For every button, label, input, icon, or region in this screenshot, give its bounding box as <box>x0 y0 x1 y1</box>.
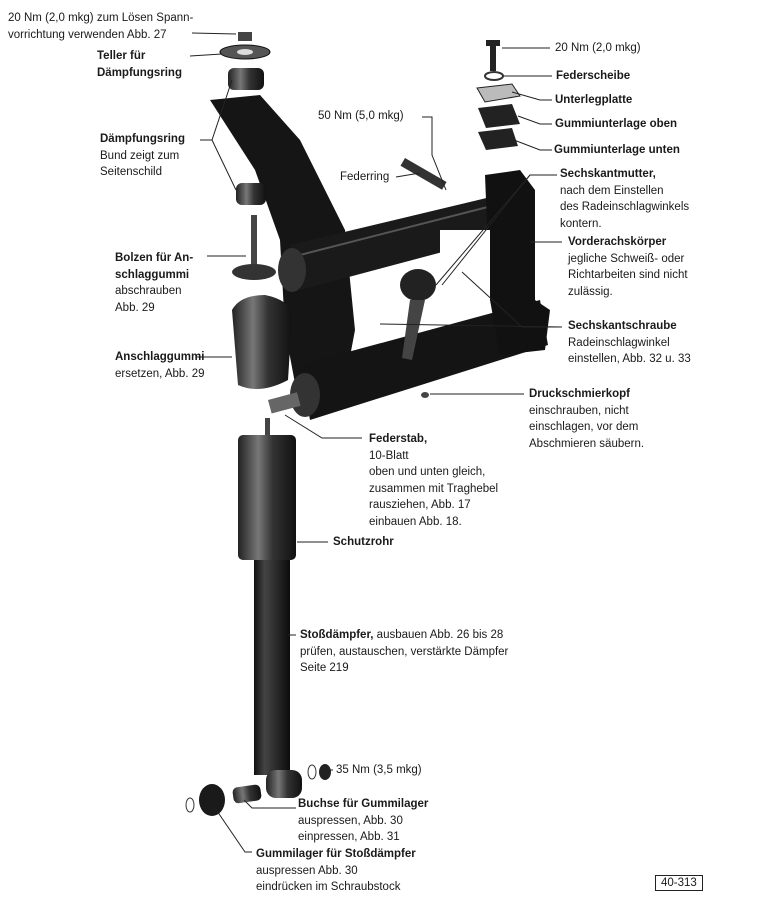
callout-unterlegplatte: Unterlegplatte <box>555 92 632 109</box>
callout-text: 50 Nm (5,0 mkg) <box>318 110 404 122</box>
callout-text: Seite 219 <box>300 662 349 674</box>
upper-axle-tube <box>290 190 525 290</box>
callout-gummiunterlage-oben: Gummiunterlage oben <box>555 116 677 133</box>
callout-text: ersetzen, Abb. 29 <box>115 367 205 380</box>
callout-title: Sechskantschraube <box>568 320 677 332</box>
callout-text: Seitenschild <box>100 166 163 178</box>
right-side-plate <box>485 170 550 355</box>
callout-title: Sechskantmutter, <box>560 168 656 180</box>
callout-text: Radeinschlagwinkel <box>568 336 670 349</box>
callout-title: Buchse für Gummilager <box>298 798 429 810</box>
callout-text: einstellen, Abb. 32 u. 33 <box>568 353 691 365</box>
callout-text: jegliche Schweiß- oder <box>568 252 685 265</box>
callout-title: Unterlegplatte <box>555 94 633 106</box>
callout-text: kontern. <box>560 217 602 230</box>
callout-stossdaempfer: Stoßdämpfer, ausbauen Abb. 26 bis 28 prü… <box>300 627 508 677</box>
nut <box>238 32 252 41</box>
callout-text: einbauen Abb. 18. <box>369 515 462 528</box>
callout-daempfungsring: Dämpfungsring Bund zeigt zum Seitenschil… <box>100 131 185 181</box>
callout-teller: Teller für Dämpfungsring <box>97 48 182 81</box>
callout-text: vorrichtung verwenden Abb. 27 <box>8 28 167 41</box>
callout-druckschmierkopf: Druckschmierkopf einschrauben, nicht ein… <box>529 386 644 452</box>
side-plate <box>210 95 355 410</box>
callout-text: prüfen, austauschen, verstärkte Dämpfer <box>300 645 509 658</box>
callout-torque-35: 35 Nm (3,5 mkg) <box>336 762 422 779</box>
callout-text: des Radeinschlagwinkels <box>560 201 690 213</box>
callout-text: einschlagen, vor dem <box>529 421 639 433</box>
protective-tube <box>238 435 296 560</box>
lower-axle-tube <box>300 300 548 420</box>
callout-text: Bund zeigt zum <box>100 149 180 162</box>
callout-text: eindrücken im Schraubstock <box>256 881 401 893</box>
callout-text: nach dem Einstellen <box>560 184 664 197</box>
callout-torque-20-right: 20 Nm (2,0 mkg) <box>555 40 641 57</box>
callout-title: Stoßdämpfer, <box>300 629 374 641</box>
shock-absorber-body <box>254 560 290 775</box>
callout-title: schlaggummi <box>115 268 190 281</box>
leader-lines <box>189 32 563 853</box>
callout-sechskantmutter: Sechskantmutter, nach dem Einstellen des… <box>560 166 689 232</box>
callout-text: zulässig. <box>568 285 613 298</box>
callout-text: zusammen mit Traghebel <box>369 482 499 495</box>
callout-text: Abschmieren säubern. <box>529 437 645 450</box>
callout-text: 20 Nm (2,0 mkg) zum Lösen Spann- <box>8 12 194 24</box>
callout-title: Schutzrohr <box>333 536 394 548</box>
callout-title: Gummiunterlage oben <box>555 118 678 130</box>
callout-bolzen: Bolzen für An- schlaggummi abschrauben A… <box>115 250 193 316</box>
callout-title: Gummilager für Stoßdämpfer <box>256 848 416 860</box>
callout-text: rausziehen, Abb. 17 <box>369 499 471 511</box>
callout-title: Dämpfungsring <box>100 133 185 145</box>
callout-federring: Federring <box>340 169 389 186</box>
callout-text: 10-Blatt <box>369 449 409 462</box>
callout-text: 35 Nm (3,5 mkg) <box>336 764 422 776</box>
callout-schutzrohr: Schutzrohr <box>333 534 394 551</box>
callout-federstab: Federstab, 10-Blatt oben und unten gleic… <box>369 431 498 530</box>
callout-title: Druckschmierkopf <box>529 388 630 400</box>
callout-title: Gummiunterlage unten <box>554 144 680 156</box>
callout-vorderachskoerper: Vorderachskörper jegliche Schweiß- oder … <box>568 234 688 300</box>
callout-gummilager: Gummilager für Stoßdämpfer auspressen Ab… <box>256 846 416 896</box>
callout-title: Vorderachskörper <box>568 236 667 248</box>
callout-title: Teller für <box>97 50 146 62</box>
callout-title: Anschlaggummi <box>115 351 205 363</box>
callout-text: ausbauen Abb. 26 bis 28 <box>373 629 504 641</box>
callout-text: einschrauben, nicht <box>529 404 629 417</box>
callout-title: Federstab, <box>369 433 428 445</box>
callout-title: Bolzen für An- <box>115 252 194 264</box>
callout-text: einpressen, Abb. 31 <box>298 831 400 843</box>
callout-buchse: Buchse für Gummilager auspressen, Abb. 3… <box>298 796 428 846</box>
callout-text: abschrauben <box>115 285 182 297</box>
callout-federscheibe: Federscheibe <box>556 68 630 85</box>
callout-anschlaggummi: Anschlaggummi ersetzen, Abb. 29 <box>115 349 205 382</box>
callout-top-torque: 20 Nm (2,0 mkg) zum Lösen Spann- vorrich… <box>8 10 193 43</box>
callout-title: Dämpfungsring <box>97 66 182 79</box>
callout-text: oben und unten gleich, <box>369 466 486 478</box>
callout-text: auspressen, Abb. 30 <box>298 814 403 827</box>
callout-gummiunterlage-unten: Gummiunterlage unten <box>554 142 680 159</box>
callout-text: Federring <box>340 171 390 183</box>
callout-torque-50: 50 Nm (5,0 mkg) <box>318 108 404 125</box>
callout-text: Richtarbeiten sind nicht <box>568 269 688 281</box>
callout-text: Abb. 29 <box>115 301 155 314</box>
callout-first-line: Stoßdämpfer, ausbauen Abb. 26 bis 28 <box>300 627 508 644</box>
figure-number: 40-313 <box>655 875 703 891</box>
callout-sechskantschraube: Sechskantschraube Radeinschlagwinkel ein… <box>568 318 691 368</box>
callout-text: auspressen Abb. 30 <box>256 864 358 877</box>
callout-text: 20 Nm (2,0 mkg) <box>555 42 641 54</box>
callout-title: Federscheibe <box>556 70 631 82</box>
